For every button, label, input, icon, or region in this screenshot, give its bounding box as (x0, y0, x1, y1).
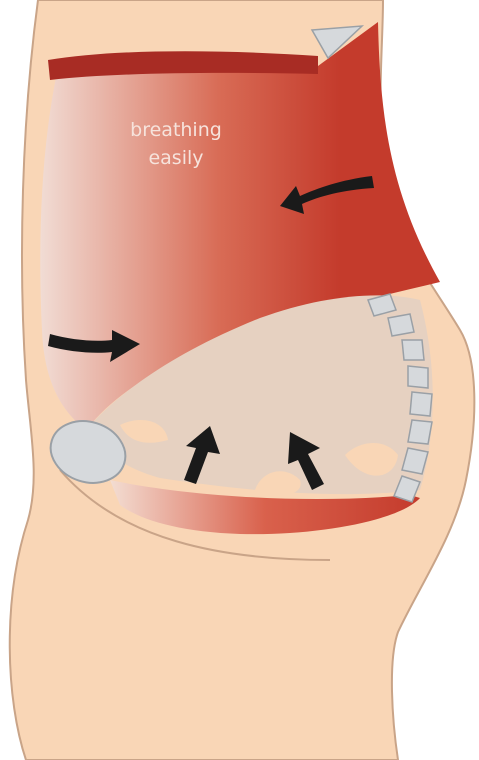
label-line2: easily (148, 147, 203, 169)
label-line1: breathing (130, 119, 222, 141)
